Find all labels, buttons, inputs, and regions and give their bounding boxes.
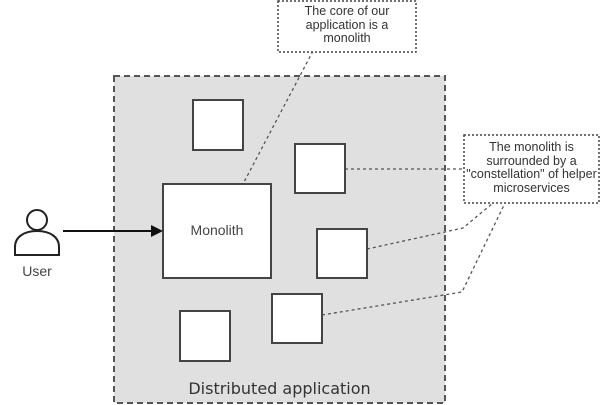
monolith-box[interactable] <box>162 183 272 279</box>
microservice-box[interactable] <box>271 293 323 344</box>
user-label: User <box>22 263 52 279</box>
callout-box-monolith <box>277 0 417 53</box>
monolith-label: Monolith <box>190 222 244 238</box>
microservice-box[interactable] <box>179 310 231 362</box>
arrowhead-icon <box>151 225 163 237</box>
user-icon[interactable] <box>14 209 60 256</box>
callout-text-monolith: The core of our application is a monolit… <box>304 4 390 45</box>
callout-connector-monolith <box>242 50 314 185</box>
microservice-box[interactable] <box>316 228 368 279</box>
container-label: Distributed application <box>188 379 371 398</box>
microservice-box[interactable] <box>294 143 346 194</box>
callout-text-microservices: The monolith is surrounded by a "constel… <box>466 140 597 195</box>
microservice-box[interactable] <box>192 99 244 151</box>
callout-box-microservices <box>463 134 600 204</box>
callout-connector-ms3 <box>366 202 494 250</box>
